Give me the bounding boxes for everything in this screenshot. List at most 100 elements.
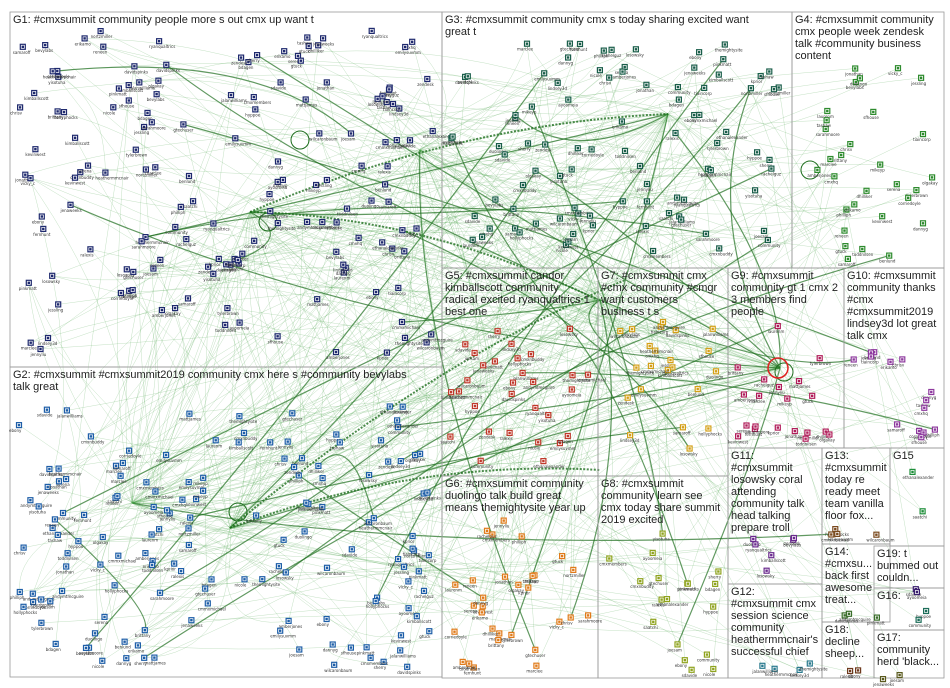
node-core <box>321 220 324 224</box>
edge <box>249 211 920 432</box>
node-core <box>104 171 107 174</box>
node-label: corriedoyle <box>445 635 468 640</box>
edge <box>229 374 573 529</box>
edge <box>57 330 498 536</box>
edge <box>208 416 240 529</box>
node-core <box>269 441 272 444</box>
edge <box>249 119 827 213</box>
node-core <box>128 289 131 292</box>
node-label: nortzmiller <box>741 91 763 96</box>
node-label: ralexis <box>80 252 93 257</box>
node-core <box>808 662 811 665</box>
edge <box>248 211 303 459</box>
node-layer: jesslingcmxhqsamaroffsfhousetiaincorpbev… <box>9 27 940 687</box>
node-core <box>634 48 638 51</box>
edge <box>419 149 522 537</box>
node-label: ayoomeia <box>907 595 927 600</box>
node-core <box>297 474 300 477</box>
edge <box>599 233 706 301</box>
node-label: themightysite <box>252 582 280 587</box>
node-label: tiaincorp <box>913 137 931 142</box>
node-label: joesam <box>142 272 158 277</box>
node-core <box>690 668 693 671</box>
node-label: jessling <box>392 410 408 415</box>
edge <box>30 290 601 343</box>
edge <box>104 527 231 618</box>
edge <box>622 201 772 556</box>
node-core <box>649 364 653 368</box>
node-label: ethanalexander <box>903 475 935 480</box>
node-core <box>872 110 875 114</box>
node-core <box>286 440 289 443</box>
edge <box>57 66 352 134</box>
edge <box>779 367 859 671</box>
edge <box>667 113 847 213</box>
edge <box>292 89 775 414</box>
node-label: andymtmcguire <box>421 337 453 342</box>
node-core <box>349 132 353 135</box>
edge <box>229 87 390 529</box>
node-core <box>22 605 25 608</box>
node-label: ralexis <box>636 229 649 234</box>
node-label: zendesk <box>378 465 395 470</box>
edge <box>131 502 473 581</box>
node-core <box>521 183 525 187</box>
node-core <box>367 521 371 524</box>
node-core <box>379 439 383 442</box>
node-label: philliph <box>289 478 304 483</box>
edge <box>317 299 432 341</box>
node-core <box>765 569 768 572</box>
node-label: andymtmcguire <box>839 617 871 622</box>
node-label: sfhouse <box>119 104 135 109</box>
edge <box>423 71 623 494</box>
node-core <box>468 662 471 665</box>
node-core <box>53 518 57 521</box>
node-core <box>291 412 294 415</box>
node-core <box>73 176 77 179</box>
node-core <box>512 207 515 210</box>
node-label: vicky_c <box>21 181 35 186</box>
node-label: bevylabs <box>147 97 165 102</box>
node-core <box>132 270 135 274</box>
node-label: community <box>668 90 691 95</box>
node-core <box>370 29 373 33</box>
node-core <box>502 519 505 522</box>
node-core <box>930 390 933 394</box>
self-loop <box>228 502 248 522</box>
node-label: losowsky <box>117 272 136 277</box>
edge <box>249 197 678 233</box>
edge <box>402 367 781 416</box>
node-label: tiaincorp <box>694 91 712 96</box>
node-label: samaroff <box>13 50 31 55</box>
group-label-line: team vanilla <box>825 498 885 510</box>
group-label-line: talk #community business <box>795 38 921 50</box>
edge <box>713 367 781 670</box>
edge <box>377 98 768 241</box>
node-core <box>365 646 368 649</box>
node-core <box>33 91 36 95</box>
node-label: lindsey3d <box>790 673 810 678</box>
node-core <box>660 598 663 601</box>
node-label: ayoomeia <box>230 326 250 331</box>
node-label: mikeyp <box>193 481 208 486</box>
node-label: samaroff <box>178 301 196 306</box>
group-label-line: community talk <box>731 498 805 510</box>
edge <box>298 474 484 599</box>
node-core <box>875 533 878 536</box>
edge <box>229 114 516 529</box>
node-label: sfhouse <box>863 115 879 120</box>
node-core <box>520 535 523 538</box>
node-label: davidspinks <box>417 496 441 501</box>
edge <box>133 67 899 273</box>
node-core <box>651 249 655 253</box>
node-core <box>160 308 164 312</box>
node-label: sherry <box>247 58 260 63</box>
edge <box>404 251 781 369</box>
node-core <box>241 252 244 255</box>
node-core <box>770 554 773 557</box>
edge <box>382 242 935 430</box>
node-label: dhilliker <box>483 632 499 637</box>
node-core <box>342 263 345 266</box>
node-label: cmmxmichael <box>108 559 136 564</box>
node-label: saatchi <box>458 79 472 84</box>
